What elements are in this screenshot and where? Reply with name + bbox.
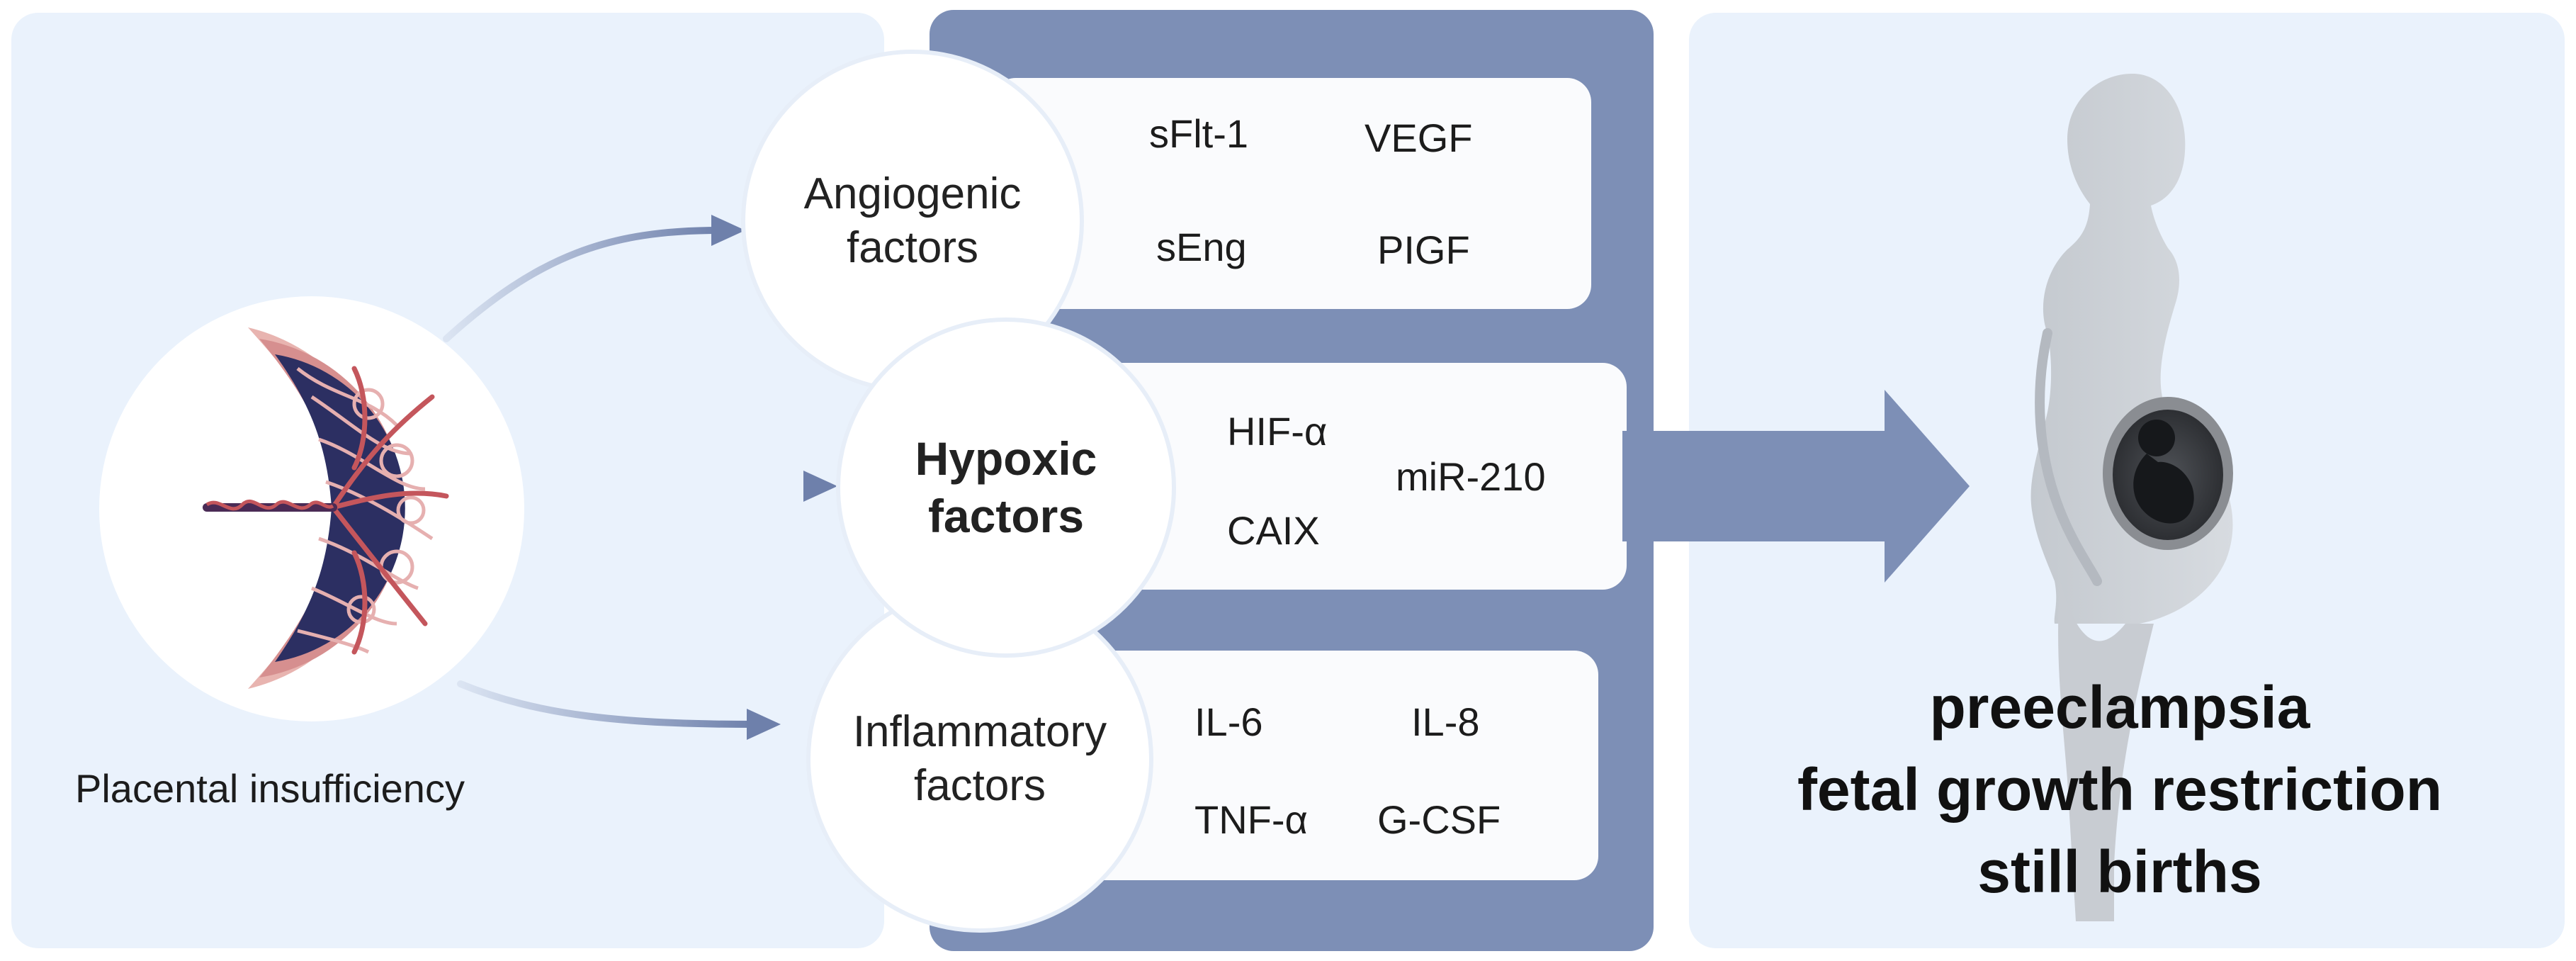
marker-il8: IL-8	[1411, 699, 1480, 744]
hypoxic-factors-circle: Hypoxic factors	[836, 317, 1176, 658]
fetus-icon	[2103, 397, 2233, 550]
arrow-to-angiogenic	[443, 215, 745, 342]
angiogenic-markers-card	[992, 78, 1591, 309]
marker-tnf-alpha: TNF-α	[1194, 797, 1308, 842]
marker-caix: CAIX	[1227, 508, 1320, 553]
angiogenic-factors-title-line-2: factors	[846, 223, 979, 272]
outcome-fetal-growth-restriction: fetal growth restriction	[1797, 756, 2443, 823]
marker-vegf: VEGF	[1365, 116, 1473, 160]
marker-pigf: PIGF	[1377, 227, 1470, 272]
marker-sflt1: sFlt-1	[1149, 111, 1248, 156]
hypoxic-factors-title-line-2: factors	[927, 490, 1085, 542]
placental-insufficiency-label: Placental insufficiency	[75, 766, 465, 811]
inflammatory-factors-title-line-2: factors	[913, 761, 1046, 810]
angiogenic-factors-title-line-1: Angiogenic	[803, 169, 1022, 219]
marker-il6: IL-6	[1194, 699, 1263, 744]
arrow-to-hypoxic	[535, 471, 837, 502]
marker-seng: sEng	[1156, 225, 1247, 269]
marker-hif-alpha: HIF-α	[1227, 409, 1328, 454]
hypoxic-factors-title-line-1: Hypoxic	[915, 432, 1097, 485]
marker-g-csf: G-CSF	[1377, 797, 1501, 842]
arrow-to-inflammatory	[457, 680, 781, 740]
placenta-cross-section-icon	[99, 296, 524, 721]
outcome-still-births: still births	[1977, 838, 2262, 905]
marker-mir-210: miR-210	[1396, 454, 1546, 499]
outcome-preeclampsia: preeclampsia	[1929, 674, 2310, 741]
outcome-arrow	[1622, 390, 1970, 583]
inflammatory-factors-title-line-1: Inflammatory	[852, 707, 1107, 757]
